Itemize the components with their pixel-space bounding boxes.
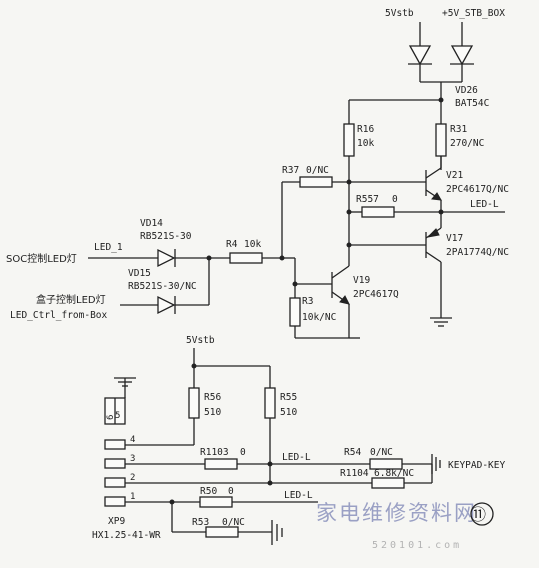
pin-1-label: 1: [130, 492, 135, 502]
xp9-ref: XP9: [108, 516, 125, 527]
watermark-url: 520101.com: [372, 540, 462, 551]
r55-value: 510: [280, 407, 297, 418]
vd15-diode: [157, 295, 176, 315]
v21-value: 2PC4617Q/NC: [446, 184, 509, 195]
r31-ref: R31: [450, 124, 467, 135]
r4-ref: R4: [226, 239, 238, 250]
r16-resistor: [343, 123, 355, 157]
soc-label: SOC控制LED灯: [6, 252, 77, 265]
led-l-mid-label: LED-L: [282, 452, 311, 463]
vd15-ref: VD15: [128, 268, 151, 279]
r55-ref: R55: [280, 392, 297, 403]
vd14-diode: [157, 248, 176, 268]
pin-6-label: 6: [106, 415, 116, 420]
vd14-ref: VD14: [140, 218, 163, 229]
r557-resistor: [361, 206, 395, 218]
r37-value: 0/NC: [306, 165, 329, 176]
v19-transistor: [331, 245, 350, 338]
r53-ref: R53: [192, 517, 209, 528]
r557-ref: R557: [356, 194, 379, 205]
r50-resistor: [199, 496, 233, 508]
r1103-value: 0: [240, 447, 246, 458]
r1103-resistor: [204, 458, 238, 470]
led-1-label: LED_1: [94, 242, 123, 253]
r1103-ref: R1103: [200, 447, 229, 458]
r53-resistor: [205, 526, 239, 538]
xp9-connector: [104, 397, 126, 507]
r54-ref: R54: [344, 447, 361, 458]
v21-transistor: [425, 156, 442, 212]
r54-value: 0/NC: [370, 447, 393, 458]
r31-value: 270/NC: [450, 138, 484, 149]
r1104-resistor: [371, 477, 405, 489]
r37-ref: R37: [282, 165, 299, 176]
r50-value: 0: [228, 486, 234, 497]
vstb-top-label: 5Vstb: [385, 8, 414, 19]
r55-resistor: [264, 387, 276, 419]
r56-value: 510: [204, 407, 221, 418]
keypad-terminal: [431, 454, 441, 474]
r3-ref: R3: [302, 296, 313, 307]
v17-transistor: [425, 227, 442, 318]
r16-value: 10k: [357, 138, 374, 149]
r53-value: 0/NC: [222, 517, 245, 528]
watermark-badge: ⑪: [470, 505, 486, 524]
v21-ref: V21: [446, 170, 463, 181]
keypad-key-label: KEYPAD-KEY: [448, 460, 505, 471]
xp9-value: HX1.25-41-WR: [92, 530, 161, 541]
vd26-ref: VD26: [455, 85, 478, 96]
v17-value: 2PA1774Q/NC: [446, 247, 509, 258]
r56-ref: R56: [204, 392, 221, 403]
vd15-value: RB521S-30/NC: [128, 281, 197, 292]
v19-value: 2PC4617Q: [353, 289, 399, 300]
r37-resistor: [299, 176, 333, 188]
v17-ref: V17: [446, 233, 463, 244]
led-l-top-label: LED-L: [470, 199, 499, 210]
r16-ref: R16: [357, 124, 374, 135]
r557-value: 0: [392, 194, 398, 205]
r31-resistor: [435, 123, 447, 157]
v19-ref: V19: [353, 275, 370, 286]
v17-ground: [430, 317, 452, 327]
pin-5-label: 5: [115, 411, 120, 421]
r50-ref: R50: [200, 486, 217, 497]
pin-4-label: 4: [130, 435, 135, 445]
connector-ground: [114, 377, 136, 398]
r4-resistor: [229, 252, 263, 264]
r3-resistor: [289, 297, 301, 327]
vd14-value: RB521S-30: [140, 231, 192, 242]
vd26-diode: [408, 22, 474, 103]
r1104-ref: R1104: [340, 468, 369, 479]
led-ctrl-from-box-label: LED_Ctrl_from-Box: [10, 310, 108, 321]
pin-3-label: 3: [130, 454, 135, 464]
box-label: 盒子控制LED灯: [36, 293, 106, 306]
r56-resistor: [188, 387, 200, 419]
r3-value: 10k/NC: [302, 312, 336, 323]
r1104-value: 6.8k/NC: [374, 468, 414, 479]
pin-2-label: 2: [130, 473, 135, 483]
r4-value: 10k: [244, 239, 261, 250]
v5-stb-box-label: +5V_STB_BOX: [442, 8, 505, 19]
badge-circle: [470, 502, 494, 526]
bottom-ground: [271, 520, 283, 545]
vstb-mid-label: 5Vstb: [186, 335, 215, 346]
watermark-chinese: 家电维修资料网: [316, 501, 477, 525]
vd26-value: BAT54C: [455, 98, 489, 109]
led-l-low-label: LED-L: [284, 490, 313, 501]
